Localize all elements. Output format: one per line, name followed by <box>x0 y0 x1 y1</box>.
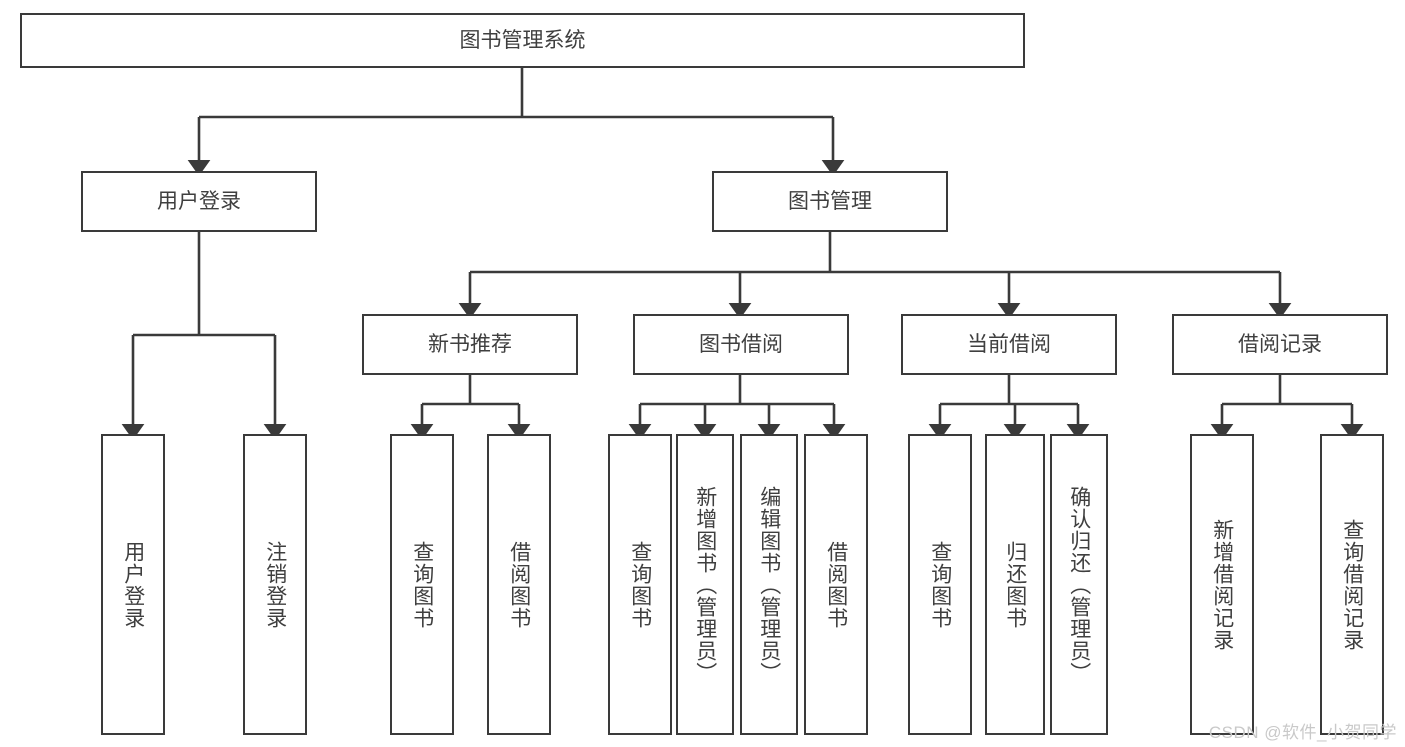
node-leaf-borrow-book-2[interactable]: 借阅图书 <box>804 434 868 735</box>
node-user-login-label: 用户登录 <box>157 189 241 213</box>
node-leaf-query-book-2[interactable]: 查询图书 <box>608 434 672 735</box>
node-leaf-query-book-3[interactable]: 查询图书 <box>908 434 972 735</box>
node-new-book-recommend-label: 新书推荐 <box>428 332 512 356</box>
node-leaf-confirm-return[interactable]: 确认归还（管理员） <box>1050 434 1108 735</box>
node-user-login[interactable]: 用户登录 <box>81 171 317 232</box>
node-root[interactable]: 图书管理系统 <box>20 13 1025 68</box>
node-leaf-confirm-return-label: 确认归还（管理员） <box>1067 485 1091 684</box>
node-leaf-query-book-1[interactable]: 查询图书 <box>390 434 454 735</box>
node-borrow-record-label: 借阅记录 <box>1238 332 1322 356</box>
node-borrow-record[interactable]: 借阅记录 <box>1172 314 1388 375</box>
watermark-text: CSDN @软件_小贺同学 <box>1208 723 1397 742</box>
node-book-manage-label: 图书管理 <box>788 189 872 213</box>
node-leaf-query-record[interactable]: 查询借阅记录 <box>1320 434 1384 735</box>
node-leaf-edit-book[interactable]: 编辑图书（管理员） <box>740 434 798 735</box>
node-book-manage[interactable]: 图书管理 <box>712 171 948 232</box>
node-leaf-add-book-label: 新增图书（管理员） <box>693 485 717 684</box>
node-leaf-edit-book-label: 编辑图书（管理员） <box>757 485 781 684</box>
node-leaf-borrow-book-1-label: 借阅图书 <box>507 540 531 629</box>
node-leaf-add-record[interactable]: 新增借阅记录 <box>1190 434 1254 735</box>
node-root-label: 图书管理系统 <box>459 28 586 52</box>
node-leaf-add-book[interactable]: 新增图书（管理员） <box>676 434 734 735</box>
node-leaf-user-login[interactable]: 用户登录 <box>101 434 165 735</box>
node-leaf-logout-login-label: 注销登录 <box>263 540 287 629</box>
node-leaf-query-book-1-label: 查询图书 <box>410 540 434 629</box>
node-leaf-query-book-2-label: 查询图书 <box>628 540 652 629</box>
node-leaf-borrow-book-1[interactable]: 借阅图书 <box>487 434 551 735</box>
node-book-borrow[interactable]: 图书借阅 <box>633 314 849 375</box>
node-leaf-user-login-label: 用户登录 <box>121 540 145 629</box>
node-book-borrow-label: 图书借阅 <box>699 332 783 356</box>
node-leaf-query-book-3-label: 查询图书 <box>928 540 952 629</box>
node-leaf-return-book[interactable]: 归还图书 <box>985 434 1045 735</box>
node-leaf-borrow-book-2-label: 借阅图书 <box>824 540 848 629</box>
node-leaf-query-record-label: 查询借阅记录 <box>1340 518 1364 651</box>
node-new-book-recommend[interactable]: 新书推荐 <box>362 314 578 375</box>
node-current-borrow-label: 当前借阅 <box>967 332 1051 356</box>
node-leaf-return-book-label: 归还图书 <box>1003 540 1027 629</box>
node-leaf-add-record-label: 新增借阅记录 <box>1210 518 1234 651</box>
node-current-borrow[interactable]: 当前借阅 <box>901 314 1117 375</box>
node-leaf-logout-login[interactable]: 注销登录 <box>243 434 307 735</box>
